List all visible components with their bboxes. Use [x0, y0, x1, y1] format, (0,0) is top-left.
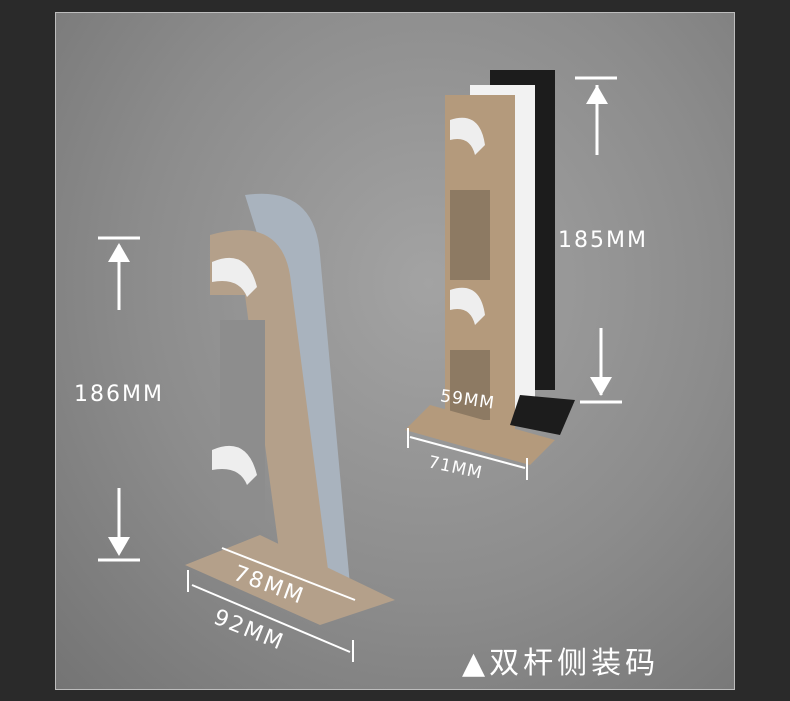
right-bracket — [405, 70, 575, 465]
dimension-arrows — [98, 76, 622, 662]
left-bracket — [185, 193, 395, 625]
product-photo-panel — [55, 12, 735, 690]
left-height-label: 186MM — [74, 382, 164, 407]
right-height-label: 185MM — [558, 228, 648, 253]
product-caption: ▲双杆侧装码 — [462, 646, 660, 681]
